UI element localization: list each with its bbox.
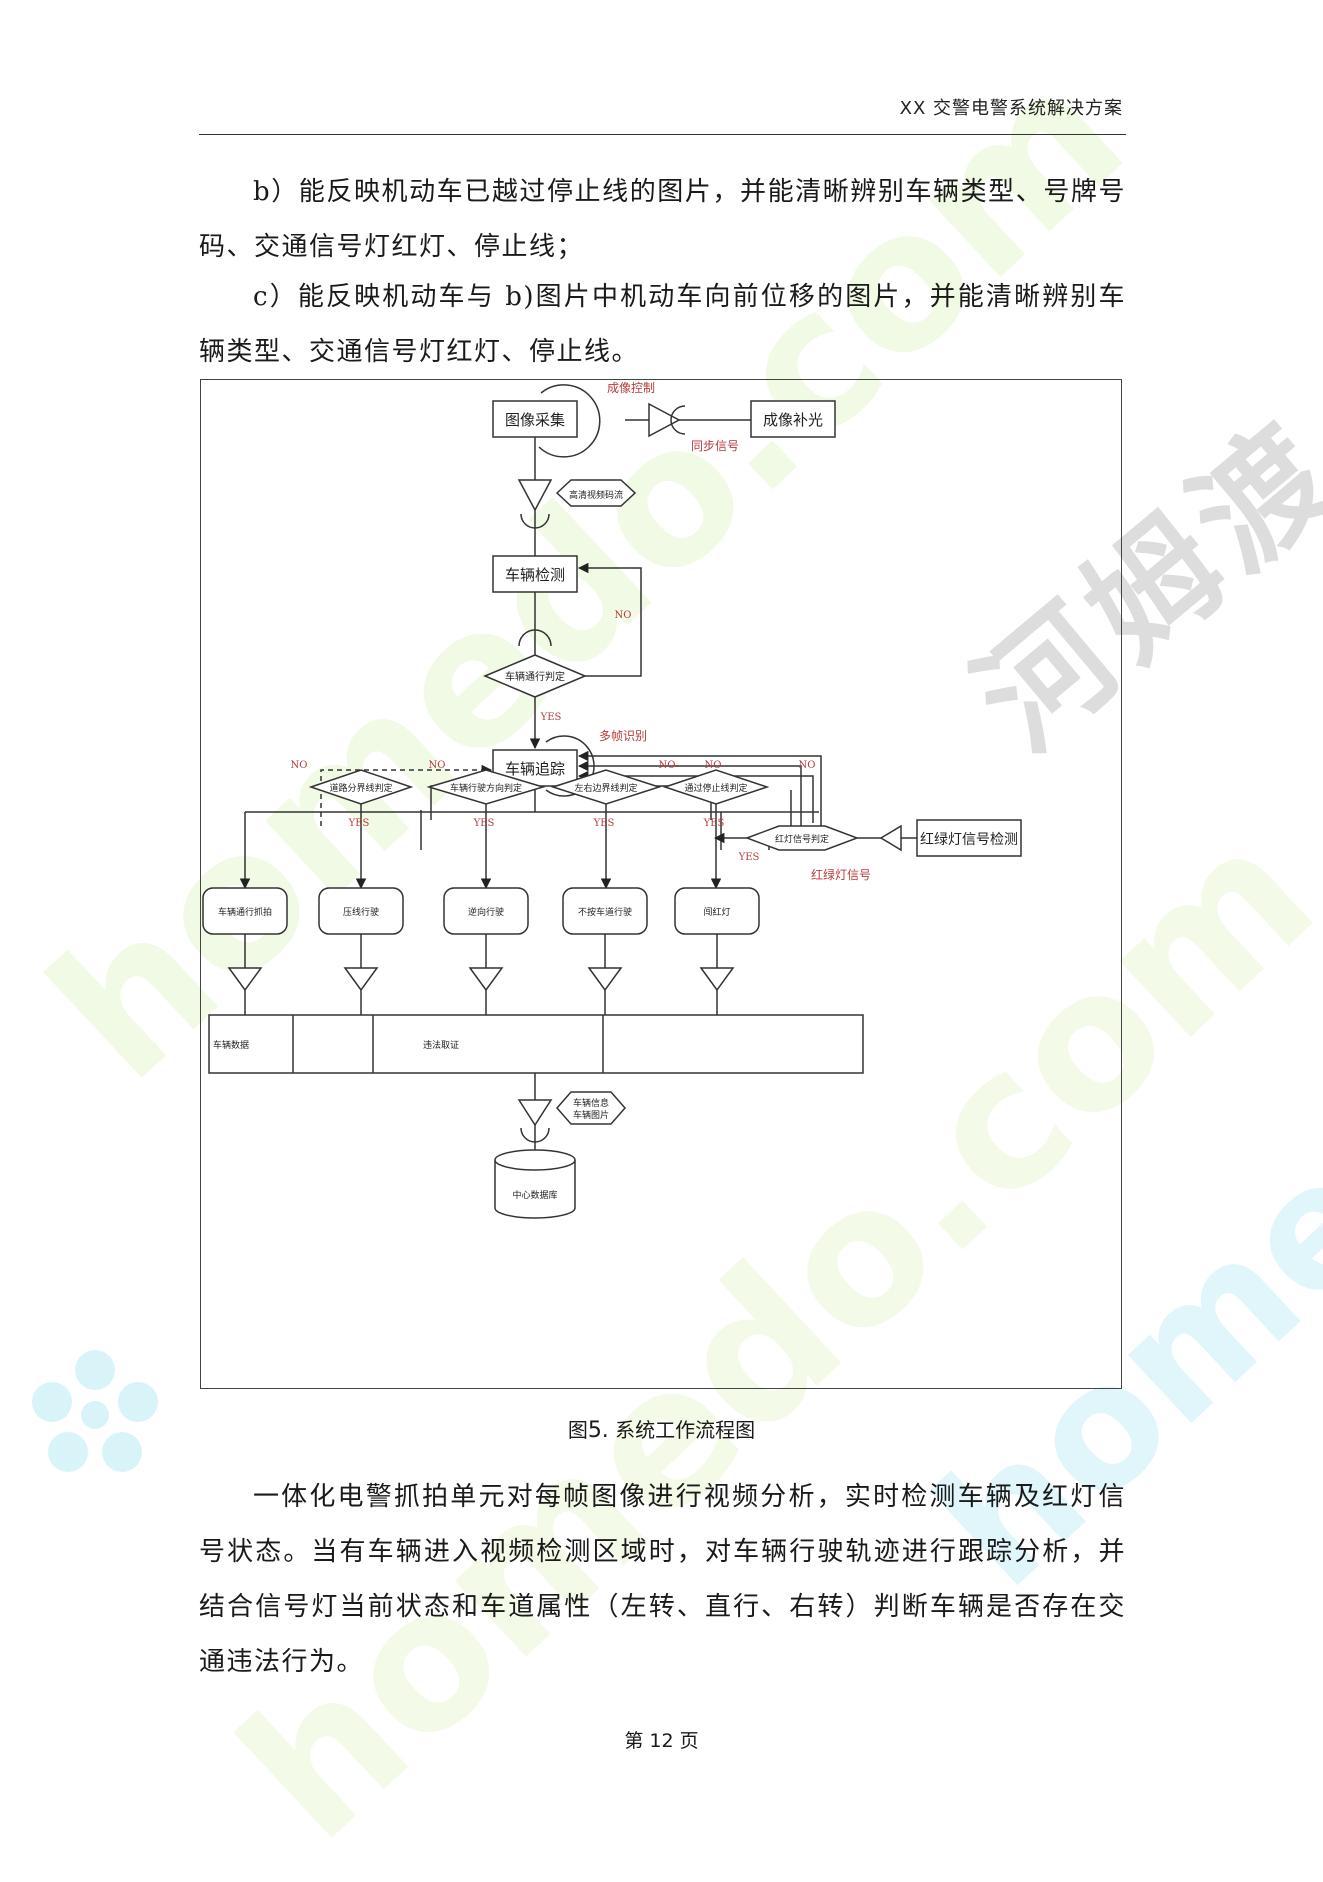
label-no-d4: NO <box>799 760 816 771</box>
paragraph-c: c）能反映机动车与 b)图片中机动车向前位移的图片，并能清晰辨别车辆类型、交通信… <box>199 282 1126 367</box>
flowchart-diagram: 图像采集 成像补光 高清视频码流 车辆检测 车辆通行判定 车辆追踪 道路分界线判… <box>202 381 1022 1219</box>
label-decision-3: 左右边界线判定 <box>574 782 637 794</box>
label-pass-judge: 车辆通行判定 <box>505 670 565 683</box>
caption-prefix: 图 <box>567 1418 588 1442</box>
label-hd-stream: 高清视频码流 <box>569 489 623 501</box>
label-data-cell-3: 违法取证 <box>423 1039 459 1051</box>
label-decision-1: 道路分界线判定 <box>329 782 392 794</box>
label-no-d1: NO <box>429 760 446 771</box>
stream-triangle <box>517 479 553 512</box>
node-light-detect <box>916 819 1022 857</box>
sync-arc <box>670 405 686 435</box>
decision-4 <box>662 769 770 805</box>
label-no-1: NO <box>615 610 632 621</box>
label-no-left: NO <box>291 760 308 771</box>
document-header-title: XX 交警电警系统解决方案 <box>899 98 1123 119</box>
decision-1 <box>308 769 414 805</box>
label-image-capture: 图像采集 <box>505 411 565 429</box>
label-yes-d3: YES <box>593 818 615 829</box>
label-vehicle-track: 车辆追踪 <box>505 760 565 778</box>
edge-dashed-feedback <box>320 764 493 826</box>
label-no-d3: NO <box>705 760 722 771</box>
caption-text: 系统工作流程图 <box>615 1418 756 1442</box>
flowchart-figure: 图像采集 成像补光 高清视频码流 车辆检测 车辆通行判定 车辆追踪 道路分界线判… <box>200 379 1122 1389</box>
figure-caption: 图5. 系统工作流程图 <box>0 1414 1323 1443</box>
label-data-cell-1: 车辆数据 <box>213 1039 249 1051</box>
label-multi-frame: 多帧识别 <box>599 729 647 743</box>
label-light-detect: 红绿灯信号检测 <box>920 832 1018 848</box>
paragraph-summary: 一体化电警抓拍单元对每帧图像进行视频分析，实时检测车辆及红灯信号状态。当有车辆进… <box>199 1482 1126 1677</box>
label-database: 中心数据库 <box>512 1189 557 1201</box>
node-fill-light <box>750 400 836 438</box>
label-vehicle-detect: 车辆检测 <box>505 566 565 584</box>
data-table <box>208 1014 864 1074</box>
node-database <box>494 1160 576 1219</box>
decision-3 <box>550 769 662 805</box>
label-outcome-3: 逆向行驶 <box>468 906 504 918</box>
watermark-flower-icon <box>32 1350 158 1472</box>
label-fill-light: 成像补光 <box>763 411 823 429</box>
label-no-d2: NO <box>659 760 676 771</box>
label-light-signal: 红绿灯信号 <box>811 867 871 882</box>
decision-2 <box>426 769 546 805</box>
label-outcome-5: 闯红灯 <box>703 906 730 918</box>
label-vehicle-info-2: 车辆图片 <box>573 1109 609 1121</box>
page-number: 第 12 页 <box>624 1730 699 1752</box>
label-outcome-2: 压线行驶 <box>343 906 379 918</box>
label-yes-d4: YES <box>703 818 725 829</box>
stream-arc <box>520 513 550 529</box>
label-decision-4: 通过停止线判定 <box>684 782 747 794</box>
caption-number: 5. <box>587 1418 609 1443</box>
node-image-capture <box>492 400 578 438</box>
label-imaging-control: 成像控制 <box>607 381 655 395</box>
label-yes-red: YES <box>738 852 760 863</box>
label-vehicle-info-1: 车辆信息 <box>573 1097 609 1109</box>
label-yes-d1: YES <box>348 818 370 829</box>
label-decision-2: 车辆行驶方向判定 <box>450 782 522 794</box>
detect-arc <box>518 629 552 647</box>
label-yes-d2: YES <box>473 818 495 829</box>
label-outcome-1: 车辆通行抓拍 <box>218 906 272 918</box>
edge-no-loop <box>577 562 642 677</box>
sync-triangle <box>648 402 681 438</box>
vehicle-info-hex <box>556 1091 626 1125</box>
outcome-connectors <box>227 934 735 1015</box>
paragraph-b: b）能反映机动车已越过停止线的图片，并能清晰辨别车辆类型、号牌号码、交通信号灯红… <box>199 177 1126 262</box>
label-sync-signal: 同步信号 <box>691 439 739 453</box>
stream-label-hex <box>555 479 637 507</box>
imaging-control-arc <box>538 384 601 458</box>
label-yes-1: YES <box>540 712 562 723</box>
label-outcome-4: 不按车道行驶 <box>578 906 632 918</box>
label-red-light-judge: 红灯信号判定 <box>775 833 829 845</box>
header-divider <box>199 134 1126 135</box>
